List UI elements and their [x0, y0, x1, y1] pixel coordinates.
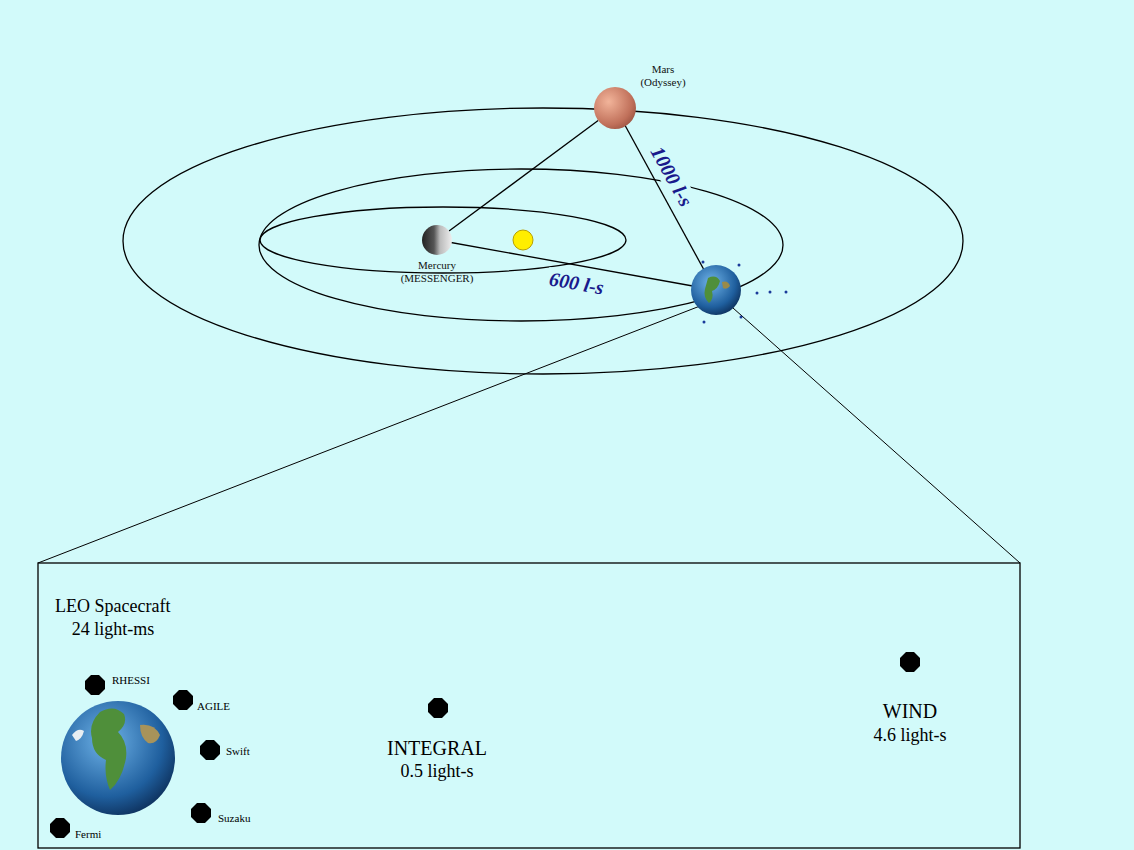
spacecraft-markers	[50, 652, 920, 838]
sun	[513, 230, 533, 250]
spacecraft-name: WIND	[883, 700, 937, 723]
spacecraft-name: RHESSI	[112, 674, 150, 687]
inset-earth	[61, 701, 175, 815]
earth-land	[140, 725, 160, 744]
spacecraft-marker	[50, 818, 70, 838]
spacecraft-marker	[428, 698, 448, 718]
mars-orbit	[123, 108, 963, 374]
inset-frame	[38, 563, 1020, 848]
spacecraft-name: Fermi	[75, 828, 101, 841]
spacecraft-name: Swift	[226, 745, 250, 758]
zoom-line	[733, 308, 1020, 563]
earth-globe	[61, 701, 175, 815]
earth-planet	[691, 265, 741, 315]
earth-cloud	[72, 730, 84, 741]
earth-land	[722, 282, 730, 289]
distance-line	[449, 121, 598, 232]
earth-orbit	[259, 169, 783, 321]
planet-label: Mars (Odyssey)	[632, 63, 694, 89]
spacecraft-marker	[173, 690, 193, 710]
spacecraft-name: Suzaku	[218, 812, 250, 825]
earth-land	[705, 277, 721, 303]
spacecraft-marker	[191, 803, 211, 823]
distance-label: 24 light-ms	[72, 619, 155, 640]
earth-land	[91, 708, 126, 790]
earth-globe	[691, 265, 741, 315]
mercury-planet: Mercury (MESSENGER)	[422, 225, 452, 255]
group-heading: LEO Spacecraft	[55, 596, 170, 617]
spacecraft-name: AGILE	[197, 700, 230, 713]
zoom-line	[38, 306, 700, 563]
distance-line	[615, 107, 715, 290]
distance-label: 1000 l-s	[644, 140, 698, 211]
planet-label: Mercury (MESSENGER)	[392, 259, 482, 285]
distance-label: 4.6 light-s	[873, 725, 946, 746]
distance-label: 600 l-s	[545, 267, 607, 300]
spacecraft-marker	[900, 652, 920, 672]
mars-planet: Mars (Odyssey)	[594, 87, 636, 129]
spacecraft-marker	[85, 675, 105, 695]
spacecraft-name: INTEGRAL	[387, 737, 487, 760]
satellite-dots	[702, 261, 788, 324]
spacecraft-marker	[200, 740, 220, 760]
distance-label: 0.5 light-s	[400, 761, 473, 782]
